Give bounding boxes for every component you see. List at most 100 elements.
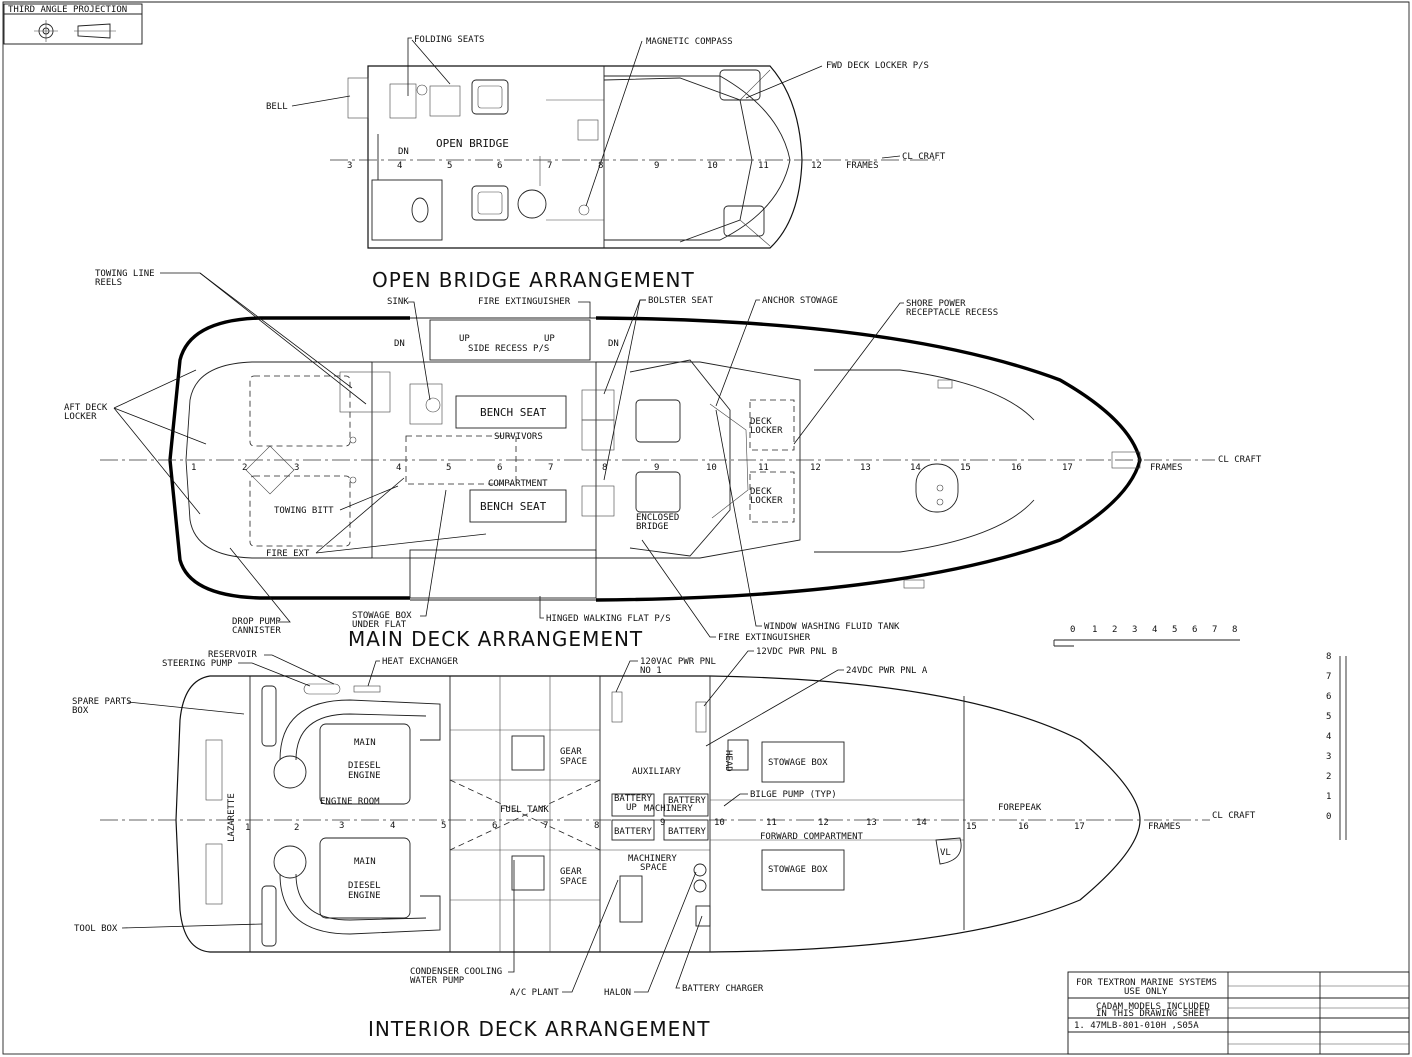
id-frame-9: 9 bbox=[660, 818, 665, 828]
id-space-2: SPACE bbox=[560, 877, 587, 887]
id-stowage-box-2: STOWAGE BOX bbox=[768, 865, 828, 875]
id-vl: VL bbox=[940, 848, 951, 858]
md-frame-5: 5 bbox=[446, 463, 451, 473]
scale-1: 1 bbox=[1092, 625, 1097, 635]
id-forward-compartment: FORWARD COMPARTMENT bbox=[760, 832, 864, 842]
vscale-5: 5 bbox=[1326, 712, 1331, 722]
id-steering-pump: STEERING PUMP bbox=[162, 659, 233, 669]
id-frame-3: 3 bbox=[339, 821, 344, 831]
md-frame-4: 4 bbox=[396, 463, 401, 473]
id-frame-7: 7 bbox=[543, 821, 548, 831]
md-frame-8: 8 bbox=[602, 463, 607, 473]
md-window-washing: WINDOW WASHING FLUID TANK bbox=[764, 622, 900, 632]
md-up-2: UP bbox=[544, 334, 555, 344]
md-deck-locker-2b: LOCKER bbox=[750, 496, 783, 506]
md-frames-label: FRAMES bbox=[1150, 463, 1183, 473]
ob-frame-9: 9 bbox=[654, 161, 659, 171]
md-bench-seat-1: BENCH SEAT bbox=[480, 406, 547, 419]
id-frame-2: 2 bbox=[294, 823, 299, 833]
id-frame-8: 8 bbox=[594, 821, 599, 831]
md-side-recess: SIDE RECESS P/S bbox=[468, 344, 549, 354]
ob-frame-11: 11 bbox=[758, 161, 769, 171]
id-battery-1: BATTERY bbox=[614, 794, 653, 804]
ob-frame-7: 7 bbox=[547, 161, 552, 171]
md-hinged-walking-flat: HINGED WALKING FLAT P/S bbox=[546, 614, 671, 624]
scale-5: 5 bbox=[1172, 625, 1177, 635]
md-cl-craft: CL CRAFT bbox=[1218, 455, 1262, 465]
scale-3: 3 bbox=[1132, 625, 1137, 635]
id-engine-1: ENGINE bbox=[348, 771, 381, 781]
md-anchor-stowage: ANCHOR STOWAGE bbox=[762, 296, 838, 306]
md-frame-11: 11 bbox=[758, 463, 769, 473]
md-frame-17: 17 bbox=[1062, 463, 1073, 473]
vscale-3: 3 bbox=[1326, 752, 1331, 762]
ob-frame-12: 12 bbox=[811, 161, 822, 171]
id-engine-2: ENGINE bbox=[348, 891, 381, 901]
ob-bell: BELL bbox=[266, 102, 288, 112]
id-forepeak: FOREPEAK bbox=[998, 803, 1042, 813]
md-bench-seat-2: BENCH SEAT bbox=[480, 500, 547, 513]
interior-deck-title: INTERIOR DECK ARRANGEMENT bbox=[368, 1017, 711, 1041]
md-bridge: BRIDGE bbox=[636, 522, 669, 532]
tb-line4: IN THIS DRAWING SHEET bbox=[1096, 1009, 1210, 1019]
id-main-2: MAIN bbox=[354, 857, 376, 867]
interior-deck-view bbox=[100, 675, 1210, 953]
open-bridge-view bbox=[330, 65, 940, 249]
scale-8: 8 bbox=[1232, 625, 1237, 635]
md-stowage-box: STOWAGE BOX bbox=[352, 611, 412, 621]
id-head: HEAD bbox=[723, 750, 733, 772]
id-machinery-space-2: SPACE bbox=[640, 863, 667, 873]
id-fuel-tank: FUEL TANK bbox=[500, 805, 549, 815]
id-machinery-space-1: MACHINERY bbox=[628, 854, 677, 864]
md-deck-locker-1a: DECK bbox=[750, 417, 772, 427]
id-frame-11: 11 bbox=[766, 818, 777, 828]
id-condenser-2: WATER PUMP bbox=[410, 976, 465, 986]
id-battery-charger: BATTERY CHARGER bbox=[682, 984, 764, 994]
ob-frame-10: 10 bbox=[707, 161, 718, 171]
id-condenser-1: CONDENSER COOLING bbox=[410, 967, 502, 977]
ob-cl-craft: CL CRAFT bbox=[902, 152, 946, 162]
md-frame-15: 15 bbox=[960, 463, 971, 473]
md-fire-extinguisher-bottom: FIRE EXTINGUISHER bbox=[718, 633, 811, 643]
id-up: UP bbox=[626, 803, 637, 813]
md-sink: SINK bbox=[387, 297, 409, 307]
id-battery-2: BATTERY bbox=[668, 796, 707, 806]
ob-frame-5: 5 bbox=[447, 161, 452, 171]
vscale-6: 6 bbox=[1326, 692, 1331, 702]
id-reservoir: RESERVOIR bbox=[208, 650, 257, 660]
md-enclosed: ENCLOSED bbox=[636, 513, 679, 523]
id-ac-plant: A/C PLANT bbox=[510, 988, 559, 998]
ob-frame-6: 6 bbox=[497, 161, 502, 171]
md-compartment: COMPARTMENT bbox=[488, 479, 548, 489]
md-frame-7: 7 bbox=[548, 463, 553, 473]
ob-magnetic-compass: MAGNETIC COMPASS bbox=[646, 37, 733, 47]
md-frame-9: 9 bbox=[654, 463, 659, 473]
ob-folding-seats: FOLDING SEATS bbox=[414, 35, 484, 45]
md-dn-1: DN bbox=[394, 339, 405, 349]
vscale-8: 8 bbox=[1326, 652, 1331, 662]
id-frames-label: FRAMES bbox=[1148, 822, 1181, 832]
id-frame-16: 16 bbox=[1018, 822, 1029, 832]
projection-title: THIRD ANGLE PROJECTION bbox=[8, 5, 127, 15]
vscale-0: 0 bbox=[1326, 812, 1331, 822]
main-deck-view bbox=[100, 316, 1215, 602]
id-frame-15: 15 bbox=[966, 822, 977, 832]
md-deck-locker-1b: LOCKER bbox=[750, 426, 783, 436]
md-frame-14: 14 bbox=[910, 463, 921, 473]
id-auxiliary: AUXILIARY bbox=[632, 767, 681, 777]
id-diesel-1: DIESEL bbox=[348, 761, 381, 771]
ob-dn: DN bbox=[398, 147, 409, 157]
id-gear-2: GEAR bbox=[560, 867, 582, 877]
md-frame-10: 10 bbox=[706, 463, 717, 473]
tb-line3: CADAM MODELS INCLUDED bbox=[1096, 1002, 1210, 1012]
id-frame-4: 4 bbox=[390, 821, 395, 831]
md-cannister: CANNISTER bbox=[232, 626, 281, 636]
tb-line2: USE ONLY bbox=[1124, 987, 1168, 997]
main-deck-title: MAIN DECK ARRANGEMENT bbox=[348, 627, 643, 651]
md-frame-1: 1 bbox=[191, 463, 196, 473]
md-up-1: UP bbox=[459, 334, 470, 344]
id-frame-12: 12 bbox=[818, 818, 829, 828]
md-aft-deck: AFT DECK bbox=[64, 403, 108, 413]
id-frame-1: 1 bbox=[245, 823, 250, 833]
